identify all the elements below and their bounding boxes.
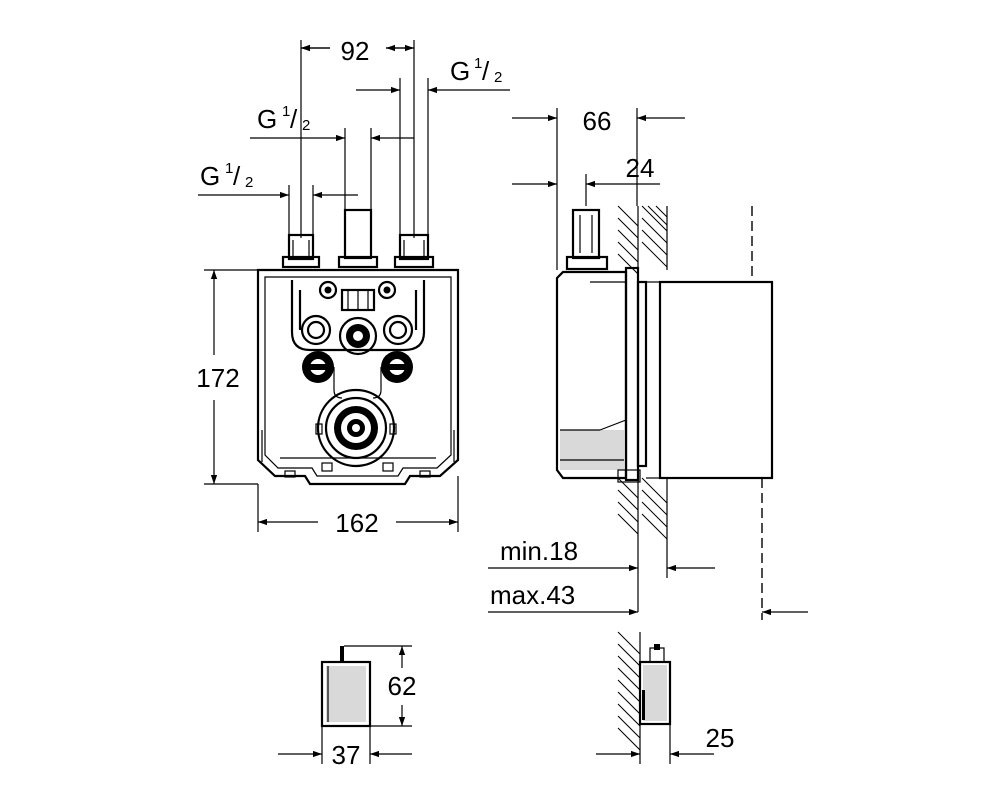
- dim-cap-depth: 25: [706, 723, 735, 753]
- valve-body: [290, 280, 426, 468]
- svg-text:G: G: [257, 104, 277, 134]
- dim-wall-min: min.18: [500, 536, 578, 566]
- svg-text:G: G: [450, 56, 470, 86]
- svg-text:/: /: [290, 104, 298, 134]
- svg-text:/: /: [482, 56, 490, 86]
- dim-cap-height: 62: [388, 671, 417, 701]
- svg-text:2: 2: [302, 117, 310, 134]
- left-pipe-stub: [281, 233, 321, 269]
- svg-text:2: 2: [494, 69, 502, 86]
- center-pipe-stub: [337, 208, 379, 269]
- dim-depth-total: 66: [583, 106, 612, 136]
- svg-text:G: G: [200, 161, 220, 191]
- dim-wall-max: max.43: [490, 580, 575, 610]
- front-view: 92 G 1 / 2 G 1 / 2 G 1 / 2: [196, 36, 510, 538]
- svg-text:2: 2: [245, 174, 253, 191]
- thread-label-left: G 1 / 2: [200, 160, 253, 191]
- thread-label-mid: G 1 / 2: [257, 103, 310, 134]
- dim-body-height: 172: [196, 363, 239, 393]
- mounting-box: [256, 268, 460, 486]
- dim-cap-width: 37: [332, 740, 361, 770]
- svg-text:1: 1: [225, 160, 233, 177]
- side-view: 66 24: [488, 106, 808, 620]
- svg-text:1: 1: [474, 55, 482, 72]
- dim-body-width: 162: [335, 508, 378, 538]
- right-pipe-stub: [393, 233, 435, 269]
- dim-pipe-spacing: 92: [341, 36, 370, 66]
- box-side: [555, 206, 774, 620]
- svg-text:/: /: [233, 161, 241, 191]
- thread-label-top: G 1 / 2: [450, 55, 502, 86]
- cap-front-view: 62 37: [278, 645, 417, 770]
- cap-side-view: 25: [596, 631, 735, 764]
- dim-depth-stub: 24: [626, 153, 655, 183]
- svg-text:1: 1: [282, 103, 290, 120]
